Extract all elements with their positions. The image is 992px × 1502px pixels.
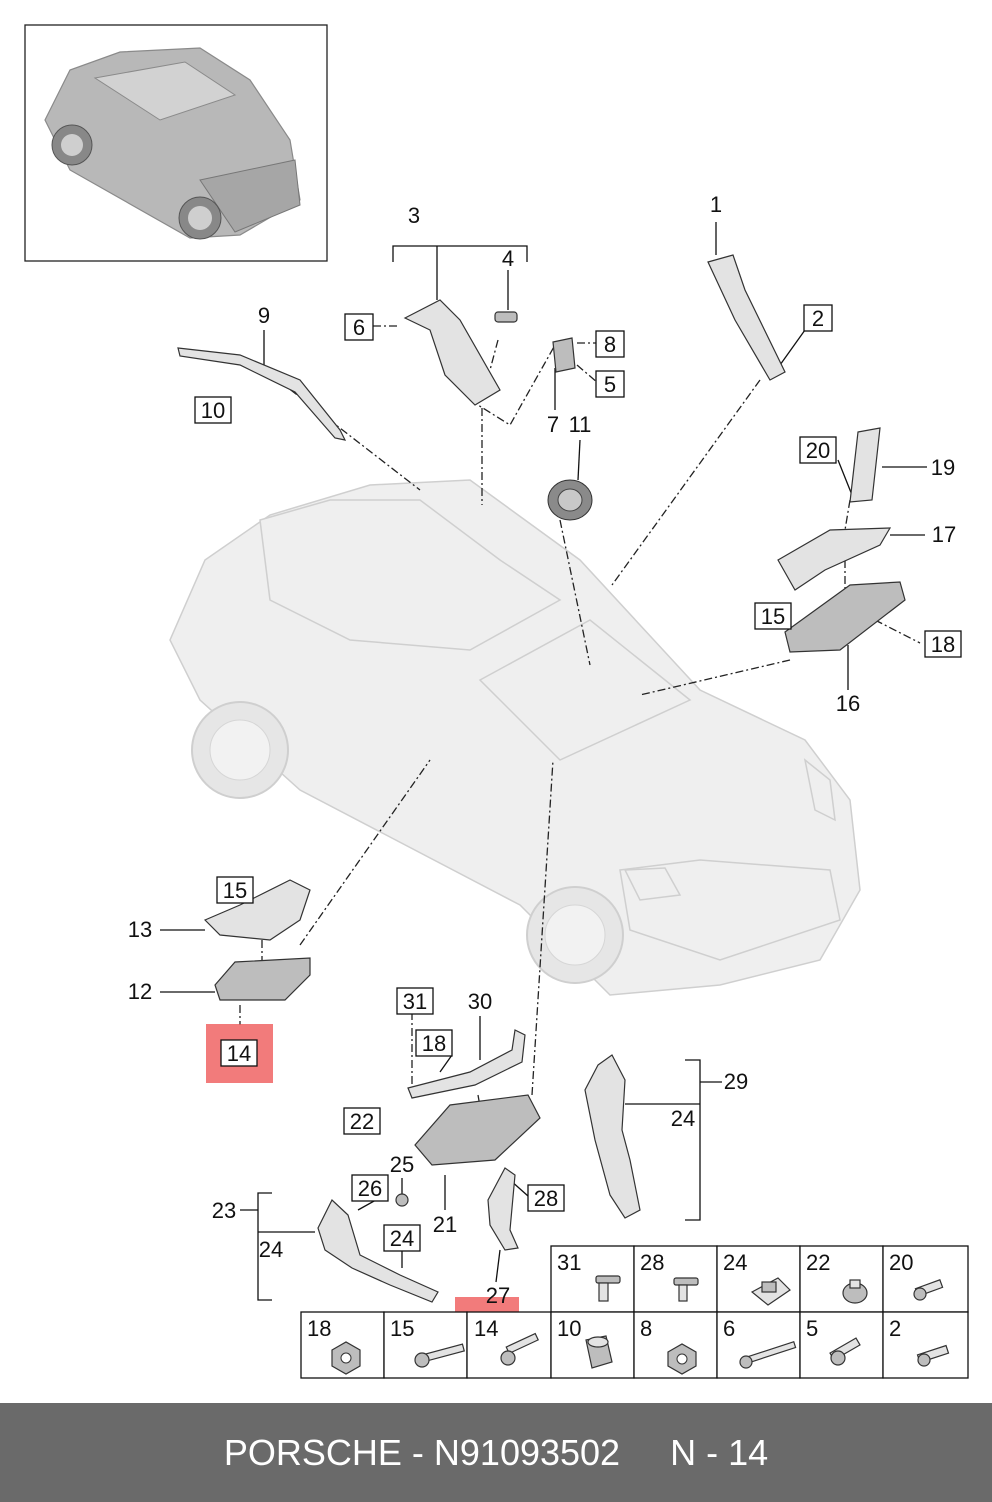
callout-17: 17 bbox=[932, 522, 956, 547]
vehicle-outline bbox=[169, 479, 861, 996]
table-label-18: 18 bbox=[307, 1316, 331, 1341]
callout-26: 26 bbox=[358, 1176, 382, 1201]
callout-15-left: 15 bbox=[223, 878, 247, 903]
callout-6: 6 bbox=[353, 315, 365, 340]
callout-25: 25 bbox=[390, 1152, 414, 1177]
callout-28: 28 bbox=[534, 1186, 558, 1211]
brand-name: PORSCHE bbox=[223, 1431, 402, 1473]
screw-31-icon bbox=[595, 1275, 621, 1302]
table-label-24: 24 bbox=[723, 1250, 747, 1275]
callout-3: 3 bbox=[408, 203, 420, 228]
callout-2: 2 bbox=[812, 306, 824, 331]
a-pillar-trim bbox=[707, 254, 786, 381]
bracket-24-right bbox=[584, 1054, 641, 1219]
callout-11: 11 bbox=[569, 412, 592, 437]
callout-29: 29 bbox=[724, 1069, 748, 1094]
callout-23: 23 bbox=[212, 1198, 236, 1223]
nut-18-icon bbox=[331, 1341, 361, 1375]
table-label-15: 15 bbox=[390, 1316, 414, 1341]
table-label-22: 22 bbox=[806, 1250, 830, 1275]
bolt-14-icon bbox=[500, 1332, 539, 1366]
component-drawings bbox=[177, 254, 906, 1303]
screw-28-icon bbox=[673, 1277, 699, 1302]
plain-callouts: 1 3 4 9 7 11 19 17 16 13 12 30 29 24 25 … bbox=[128, 192, 956, 1308]
callout-22: 22 bbox=[350, 1109, 374, 1134]
callout-18-right: 18 bbox=[931, 632, 955, 657]
table-label-28: 28 bbox=[640, 1250, 664, 1275]
callout-19: 19 bbox=[931, 455, 955, 480]
clip-nut-24-icon bbox=[750, 1277, 791, 1306]
table-label-10: 10 bbox=[557, 1316, 581, 1341]
callout-30: 30 bbox=[468, 989, 492, 1014]
bolt-15-icon bbox=[414, 1343, 465, 1368]
trim-30 bbox=[407, 1029, 526, 1099]
callout-5: 5 bbox=[604, 372, 616, 397]
callout-12: 12 bbox=[128, 979, 152, 1004]
table-label-8: 8 bbox=[640, 1316, 652, 1341]
callout-24-right: 24 bbox=[671, 1106, 695, 1131]
clip-22-icon bbox=[842, 1279, 868, 1304]
callout-14: 14 bbox=[227, 1041, 251, 1066]
callout-18-center: 18 bbox=[422, 1031, 446, 1056]
callout-4: 4 bbox=[502, 246, 514, 271]
assignment-lines bbox=[231, 325, 921, 1119]
brand-separator: - bbox=[401, 1431, 434, 1473]
table-label-2: 2 bbox=[889, 1316, 901, 1341]
airbag-16 bbox=[784, 581, 906, 653]
screw-2-icon bbox=[916, 1344, 950, 1367]
part-number: N91093502 bbox=[433, 1431, 621, 1473]
bracket-19 bbox=[849, 427, 881, 503]
vehicle-thumbnail bbox=[24, 24, 328, 262]
nut-8-icon bbox=[667, 1343, 697, 1375]
parts-diagram: 2 6 8 5 10 20 15 18 15 14 31 18 22 26 24… bbox=[24, 24, 969, 1379]
callout-27: 27 bbox=[486, 1283, 510, 1308]
b-pillar-bracket bbox=[403, 299, 501, 406]
callout-13: 13 bbox=[128, 917, 152, 942]
callout-20: 20 bbox=[806, 438, 830, 463]
boxed-callouts: 2 6 8 5 10 20 15 18 15 14 31 18 22 26 24… bbox=[194, 304, 962, 1252]
mount-17 bbox=[777, 527, 892, 591]
table-label-5: 5 bbox=[806, 1316, 818, 1341]
bracket-24-left bbox=[317, 1199, 439, 1303]
bracket-28 bbox=[487, 1167, 519, 1251]
callout-16: 16 bbox=[836, 691, 860, 716]
callout-15-right: 15 bbox=[761, 604, 785, 629]
table-label-14: 14 bbox=[474, 1316, 498, 1341]
callout-24-left: 24 bbox=[259, 1237, 283, 1262]
reference-prefix: N - bbox=[670, 1431, 729, 1473]
airbag-12 bbox=[214, 957, 311, 1001]
screw-5-icon bbox=[829, 1337, 861, 1366]
table-label-31: 31 bbox=[557, 1250, 581, 1275]
bolt-6-icon bbox=[739, 1341, 797, 1369]
callout-9: 9 bbox=[258, 303, 270, 328]
reference-number: 14 bbox=[728, 1431, 769, 1473]
callout-7: 7 bbox=[547, 412, 559, 437]
callout-24-boxed: 24 bbox=[390, 1226, 414, 1251]
clip-10-icon bbox=[585, 1335, 613, 1369]
footer-bar: PORSCHE - N91093502 N - 14 bbox=[0, 1403, 992, 1502]
clip-4 bbox=[494, 311, 518, 323]
knee-airbag-22 bbox=[414, 1094, 541, 1166]
table-label-6: 6 bbox=[723, 1316, 735, 1341]
nut-25 bbox=[395, 1193, 409, 1207]
curtain-airbag bbox=[177, 347, 347, 441]
fastener-table: 31 28 24 22 20 18 15 14 10 8 6 5 2 bbox=[300, 1245, 969, 1379]
callout-31: 31 bbox=[403, 989, 427, 1014]
callout-21: 21 bbox=[433, 1212, 457, 1237]
callout-10: 10 bbox=[201, 398, 225, 423]
callout-1: 1 bbox=[710, 192, 722, 217]
sensor-5 bbox=[552, 337, 576, 373]
callout-8: 8 bbox=[604, 332, 616, 357]
screw-20-icon bbox=[913, 1279, 944, 1301]
table-label-20: 20 bbox=[889, 1250, 913, 1275]
